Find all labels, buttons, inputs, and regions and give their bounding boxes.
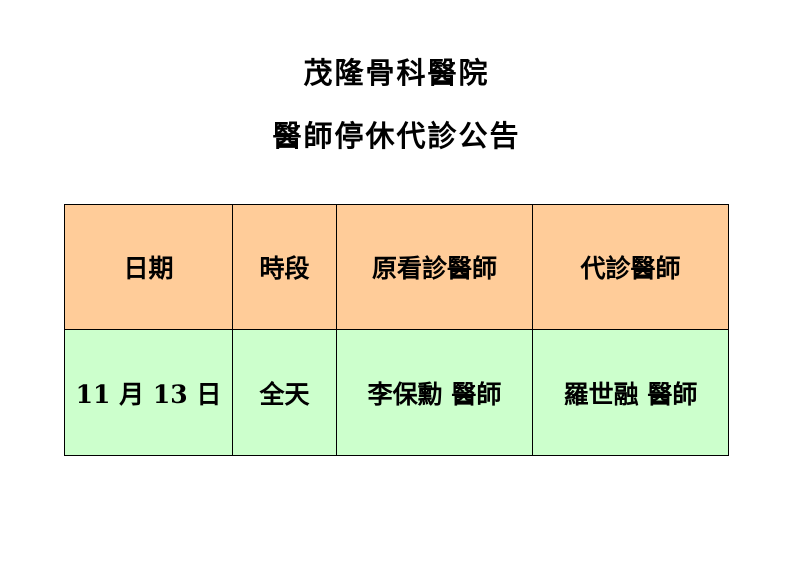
- notice-title: 醫師停休代診公告: [272, 119, 521, 153]
- table-row: 11 月 13 日 全天 李保勳 醫師 羅世融 醫師: [64, 329, 729, 456]
- cell-substitute-doctor: 羅世融 醫師: [532, 329, 729, 456]
- cell-period: 全天: [232, 329, 337, 456]
- header-substitute-doctor: 代診醫師: [532, 204, 729, 330]
- table-header-row: 日期 時段 原看診醫師 代診醫師: [64, 204, 729, 330]
- cell-date: 11 月 13 日: [64, 329, 233, 456]
- hospital-name: 茂隆骨科醫院: [303, 56, 490, 90]
- substitution-table: 日期 時段 原看診醫師 代診醫師 11 月 13 日 全天 李保勳 醫師 羅世融…: [64, 204, 729, 456]
- header-date: 日期: [64, 204, 233, 330]
- header-original-doctor: 原看診醫師: [336, 204, 533, 330]
- cell-original-doctor: 李保勳 醫師: [336, 329, 533, 456]
- header-period: 時段: [232, 204, 337, 330]
